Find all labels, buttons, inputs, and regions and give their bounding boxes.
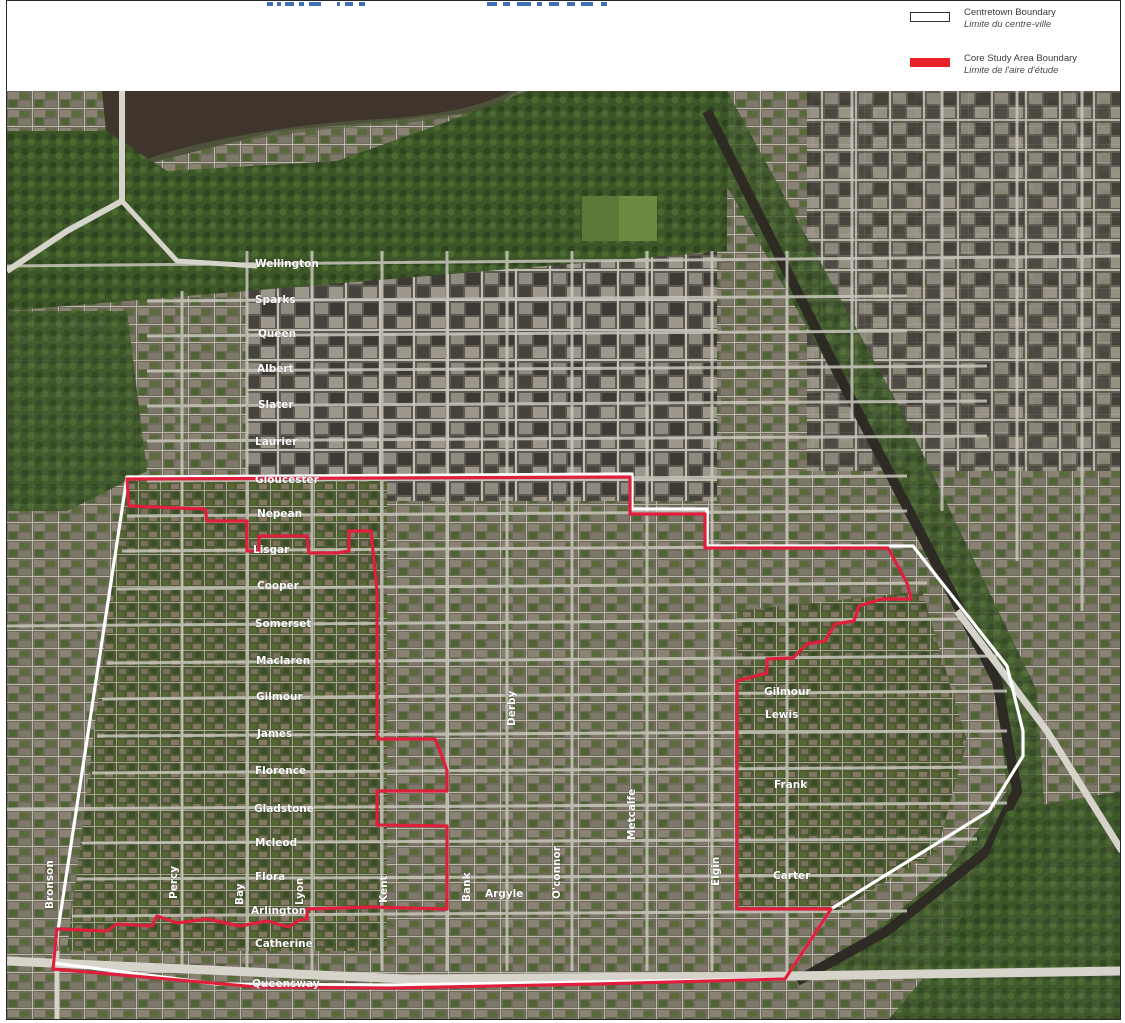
street-label-lewis: Lewis (765, 709, 798, 721)
street-label-arlington: Arlington (251, 905, 306, 917)
street-label-kent: Kent (378, 875, 390, 903)
legend-label-en: Core Study Area Boundary (964, 53, 1078, 64)
road (91, 765, 1008, 775)
legend-text-core: Core Study Area Boundary Limite de l'air… (964, 53, 1077, 77)
street-label-derby: Derby (506, 690, 518, 726)
residential-east (737, 591, 967, 911)
road (81, 837, 978, 845)
road (146, 364, 988, 373)
legend-item-core: Core Study Area Boundary Limite de l'air… (910, 53, 1077, 77)
street-label-flora: Flora (255, 871, 285, 883)
street-label-bay: Bay (234, 883, 246, 905)
road (76, 873, 948, 881)
street-label-queensway: Queensway (252, 978, 320, 990)
street-label-lyon: Lyon (294, 877, 306, 905)
street-label-bank: Bank (461, 871, 473, 902)
street-label-somerset: Somerset (255, 618, 311, 630)
highway (120, 199, 258, 269)
centretown-boundary (51, 472, 1025, 987)
street-label-argyle: Argyle (485, 888, 523, 900)
west-vegetation (7, 311, 147, 511)
street-label-gloucester: Gloucester (255, 474, 320, 486)
road (101, 689, 1008, 701)
road (146, 294, 908, 303)
highway (7, 91, 125, 274)
street-label-metcalfe: Metcalfe (626, 789, 638, 840)
southeast-green (888, 791, 1120, 1019)
legend-item-centretown: Centretown Boundary Limite du centre-vil… (910, 7, 1056, 31)
parliament-hill-vegetation (7, 91, 727, 311)
road (7, 617, 968, 628)
aerial-map[interactable]: Wellington Sparks Queen Albert Slater La… (7, 91, 1121, 1020)
street-label-elgin: Elgin (710, 857, 722, 886)
street-labels: Wellington Sparks Queen Albert Slater La… (44, 258, 812, 991)
downtown-core-blocks (247, 251, 717, 501)
street-label-lisgar: Lisgar (253, 544, 290, 556)
rideau-canal (702, 108, 1023, 986)
legend-label-fr: Limite de l'aire d'étude (964, 65, 1059, 76)
street-label-percy: Percy (168, 866, 180, 899)
map-figure: Centretown Boundary Limite du centre-vil… (6, 0, 1121, 1020)
road (106, 654, 998, 665)
residential-west (67, 481, 387, 951)
street-label-gilmour-west: Gilmour (256, 691, 303, 703)
road (96, 729, 1008, 738)
street-label-maclaren: Maclaren (256, 655, 310, 667)
street-label-gilmour-east: Gilmour (764, 686, 811, 698)
street-label-queen: Queen (258, 328, 296, 340)
parliament-lawn-right (619, 196, 657, 241)
red-boundary-swatch-icon (910, 58, 950, 67)
street-label-sparks: Sparks (255, 294, 296, 306)
road (146, 399, 988, 408)
street-label-albert: Albert (257, 363, 294, 375)
river-edge (135, 91, 519, 169)
road (126, 509, 908, 518)
cropped-title-fragment (237, 1, 937, 13)
legend-label-fr: Limite du centre-ville (964, 19, 1052, 30)
legend-text-centretown: Centretown Boundary Limite du centre-vil… (964, 7, 1056, 31)
street-label-catherine: Catherine (255, 938, 313, 950)
street-label-oconnor: O'connor (551, 845, 563, 899)
road (116, 581, 928, 591)
street-label-bronson: Bronson (44, 860, 56, 909)
street-label-cooper: Cooper (257, 580, 300, 592)
core-study-area-boundary (51, 475, 913, 990)
street-label-carter: Carter (773, 870, 811, 882)
road (146, 329, 908, 338)
street-label-gladstone: Gladstone (254, 803, 314, 815)
highway (7, 956, 1120, 984)
street-label-florence: Florence (255, 765, 306, 777)
road (71, 909, 908, 918)
street-label-slater: Slater (258, 399, 294, 411)
street-label-wellington: Wellington (255, 258, 319, 270)
white-boundary-swatch-icon (910, 12, 950, 22)
road (146, 434, 988, 443)
highway (954, 608, 1120, 853)
aerial-map-canvas[interactable]: Wellington Sparks Queen Albert Slater La… (7, 91, 1121, 1020)
street-label-james: James (256, 728, 292, 740)
cropped-title-glyphs (267, 2, 607, 6)
legend-label-en: Centretown Boundary (964, 7, 1056, 18)
street-label-mcleod: Mcleod (255, 837, 297, 849)
street-label-laurier: Laurier (255, 436, 298, 448)
street-label-frank: Frank (774, 779, 808, 791)
street-label-nepean: Nepean (257, 508, 302, 520)
map-legend: Centretown Boundary Limite du centre-vil… (910, 1, 1120, 91)
